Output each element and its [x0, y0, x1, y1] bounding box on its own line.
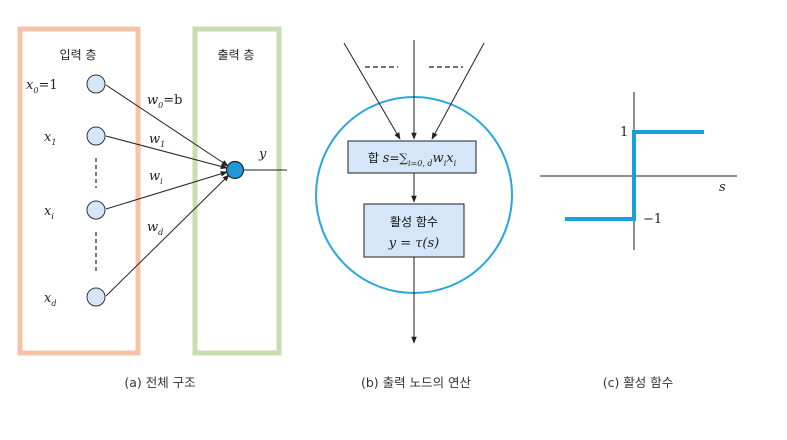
incoming-arrow-right	[431, 42, 485, 140]
caption-c: (c) 활성 함수	[603, 375, 674, 390]
sum-box	[347, 140, 477, 174]
output-node	[225, 160, 245, 180]
output-layer-box	[192, 26, 282, 356]
activation-formula: y = τ(s)	[388, 236, 440, 251]
panel-b-output-node: 합 s=∑i=0, dwixi 활성 함수 y = τ(s) (b) 출력 노드…	[315, 40, 513, 390]
label-y-low: −1	[643, 212, 662, 227]
output-layer-label: 출력 층	[218, 48, 255, 62]
input-node-i	[86, 200, 106, 220]
weight-label-1: w1	[149, 132, 165, 149]
caption-a: (a) 전체 구조	[124, 375, 195, 390]
weight-label-i: wi	[149, 169, 163, 186]
input-label-i: xi	[44, 204, 54, 221]
panel-c-step-function: 1 −1 s (c) 활성 함수	[540, 92, 737, 390]
step-function-line	[565, 130, 704, 221]
output-label: y	[258, 147, 267, 162]
label-y-high: 1	[620, 125, 628, 140]
connection-line-d	[105, 174, 230, 297]
connection-line-1	[105, 135, 228, 170]
input-layer-label: 입력 층	[60, 48, 97, 62]
panel-a-network: 입력 층 출력 층 x0=1 x1 xi xd w0=b w1 wi wd y …	[17, 26, 287, 390]
input-layer-box	[17, 26, 141, 356]
input-node-0	[86, 74, 106, 94]
weight-label-0: w0=b	[147, 93, 182, 110]
weight-label-d: wd	[147, 220, 163, 237]
caption-b: (b) 출력 노드의 연산	[361, 375, 472, 390]
activation-box	[363, 203, 465, 258]
connection-line-i	[105, 171, 228, 210]
activation-title: 활성 함수	[390, 215, 438, 229]
connection-line-0	[105, 84, 229, 167]
input-label-d: xd	[44, 291, 56, 308]
label-x-axis: s	[719, 180, 726, 195]
input-label-1: x1	[44, 130, 56, 147]
sum-formula: 합 s=∑i=0, dwixi	[368, 151, 457, 168]
input-label-0: x0=1	[26, 78, 58, 95]
input-node-d	[86, 287, 106, 307]
incoming-arrow-left	[343, 42, 401, 140]
input-node-1	[86, 126, 106, 146]
